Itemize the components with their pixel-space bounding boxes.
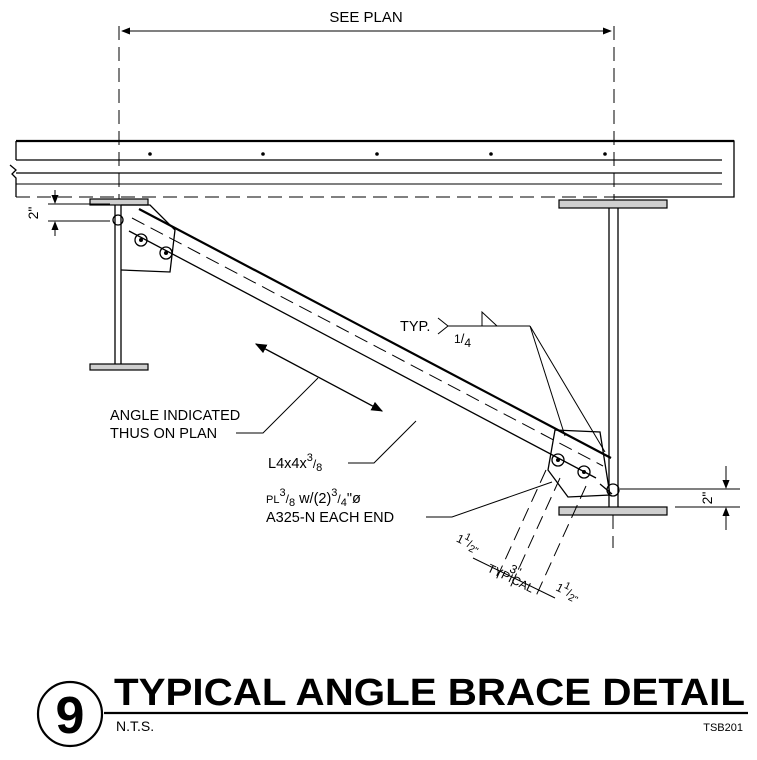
svg-text:PL3/8w/(2)3/4"ø: PL3/8w/(2)3/4"ø [266, 487, 361, 509]
see-plan-dimension: SEE PLAN [118, 9, 615, 200]
plate-frac-den: 8 [289, 497, 295, 509]
detail-title: TYPICAL ANGLE BRACE DETAIL [114, 672, 745, 714]
weld-symbol: TYP. 1/4 [400, 310, 606, 453]
plate-with-text: w/(2) [298, 491, 331, 507]
right-offset-dimension: 2" [620, 466, 740, 530]
angle-size-frac-den: 8 [316, 462, 322, 474]
left-gusset-plate [120, 204, 176, 273]
edge-dim-2-num: 1 [562, 580, 572, 593]
title-block: 9 TYPICAL ANGLE BRACE DETAIL N.T.S. TSB2… [36, 672, 748, 748]
rebar-dots [148, 152, 607, 156]
left-offset-dimension: 2" [25, 190, 110, 236]
left-beam [89, 198, 149, 371]
svg-text:11/2": 11/2" [453, 529, 484, 558]
detail-number-circle [36, 680, 104, 748]
weld-size-den: 4 [464, 336, 471, 350]
right-beam [558, 199, 668, 548]
bolt-suffix: "ø [347, 491, 361, 507]
plate-pl-text: PL [266, 494, 279, 506]
angle-indicated-line1: ANGLE INDICATED [110, 408, 240, 424]
detail-number: 9 [56, 687, 85, 745]
bolt-spacing-dimensions: 11/2" 3" TYPICAL 11/2" [453, 469, 587, 606]
plate-line2: A325-N EACH END [266, 510, 394, 526]
scale-text: N.T.S. [116, 718, 154, 734]
svg-text:1/4: 1/4 [454, 331, 471, 350]
svg-text:11/2": 11/2" [552, 577, 583, 606]
plate-frac-num: 3 [279, 487, 285, 499]
right-offset-text: 2" [699, 492, 715, 505]
see-plan-label: SEE PLAN [329, 9, 402, 26]
angle-size-callout: L4x4x3/8 [268, 420, 417, 474]
angle-size-frac-num: 3 [307, 452, 313, 464]
bolt-frac-num: 3 [331, 487, 337, 499]
angle-indicated-line2: THUS ON PLAN [110, 426, 217, 442]
edge-dim-1-num: 1 [463, 531, 473, 544]
bolts [134, 233, 591, 479]
angle-indicated-symbol: ANGLE INDICATED THUS ON PLAN [110, 343, 384, 442]
angle-brace [120, 204, 613, 498]
angle-size-text: L4x4x [268, 456, 307, 472]
left-offset-text: 2" [25, 207, 41, 220]
svg-text:L4x4x3/8: L4x4x3/8 [268, 452, 322, 474]
weld-size-num: 1 [454, 332, 461, 346]
weld-typ-text: TYP. [400, 319, 430, 335]
sheet-number: TSB201 [703, 722, 743, 734]
concrete-slab [9, 139, 735, 198]
bolt-frac-den: 4 [341, 497, 347, 509]
